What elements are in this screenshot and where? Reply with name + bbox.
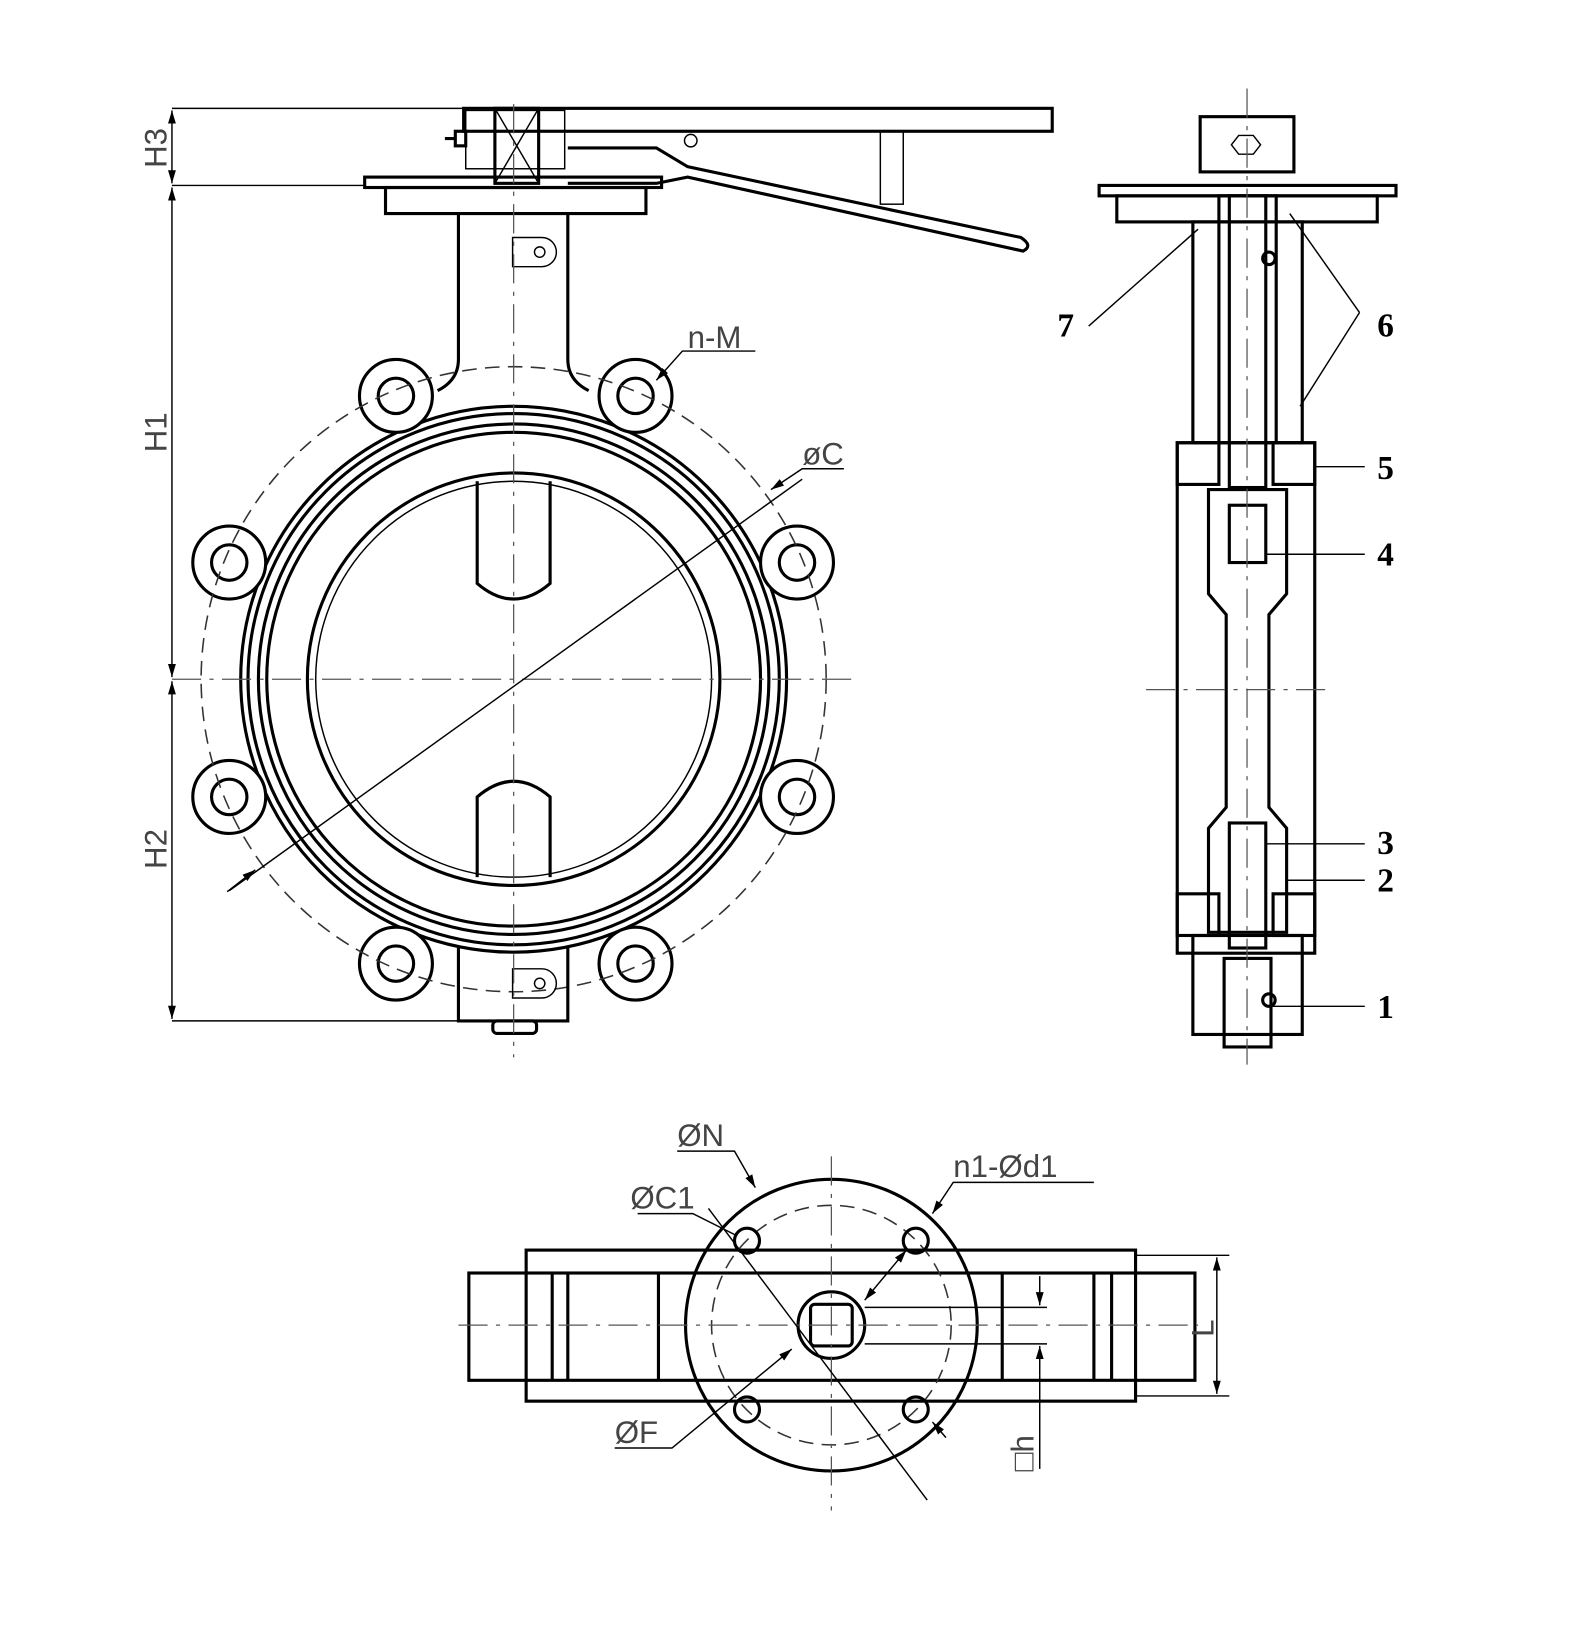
part-number-6: 6 xyxy=(1377,307,1394,344)
top-view: ØN ØC1 n1-Ød1 ØF □h L xyxy=(458,1118,1230,1511)
front-view: H3 H1 H2 n-M øC xyxy=(139,104,1054,1058)
part-number-1: 1 xyxy=(1377,989,1394,1026)
dim-top-flange-diameter: ØN xyxy=(677,1118,724,1153)
dim-h1: H1 xyxy=(139,412,174,452)
side-section-view: 7 6 5 4 3 2 1 xyxy=(1057,88,1398,1065)
dim-length: L xyxy=(1186,1320,1221,1337)
part-number-2: 2 xyxy=(1377,863,1394,900)
dim-n-m: n-M xyxy=(688,320,742,355)
dim-stem-diameter: ØF xyxy=(615,1415,658,1450)
part-number-7: 7 xyxy=(1057,307,1074,344)
dim-flange-holes: n1-Ød1 xyxy=(953,1149,1057,1184)
handle xyxy=(444,106,1054,253)
lugs xyxy=(191,357,836,1002)
part-number-4: 4 xyxy=(1377,537,1394,574)
dim-bolt-circle: øC xyxy=(802,437,844,472)
dim-h3: H3 xyxy=(139,128,174,168)
dim-h2: H2 xyxy=(139,829,174,869)
part-number-5: 5 xyxy=(1377,450,1394,487)
dim-stem-square: □h xyxy=(1005,1435,1040,1471)
dim-flange-pcd: ØC1 xyxy=(630,1180,694,1215)
part-number-3: 3 xyxy=(1377,825,1394,862)
